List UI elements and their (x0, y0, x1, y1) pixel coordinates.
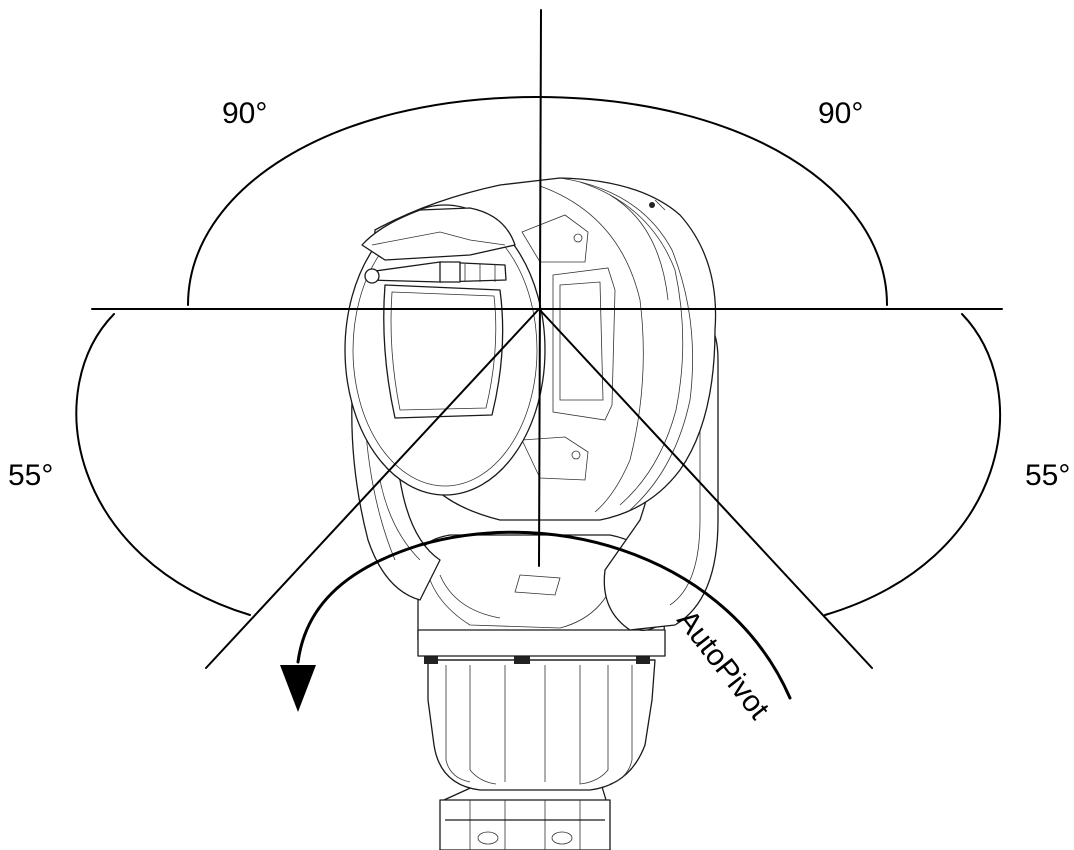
label-tilt-down-left: 55° (8, 459, 53, 492)
tilt-down-arc-right (824, 313, 1001, 616)
label-tilt-down-right: 55° (1025, 459, 1070, 492)
label-tilt-up-right: 90° (818, 97, 863, 130)
autopivot-arrowhead (280, 665, 316, 712)
tilt-limit-line-left (205, 308, 540, 669)
tilt-down-arc-left (75, 313, 251, 616)
camera-pan-housing (424, 654, 656, 791)
ptz-camera-illustration (344, 177, 719, 850)
vertical-axis-line (538, 9, 542, 567)
camera-mount-base (439, 779, 611, 850)
label-tilt-up-left: 90° (222, 97, 267, 130)
tilt-limit-line-right (538, 308, 873, 669)
autopivot-arrow-path (296, 530, 792, 700)
label-autopivot: AutoPivot (670, 604, 775, 726)
camera-sunshield-wiper (361, 207, 516, 284)
tilt-up-arc (187, 96, 888, 306)
rotation-guides (75, 9, 1003, 712)
